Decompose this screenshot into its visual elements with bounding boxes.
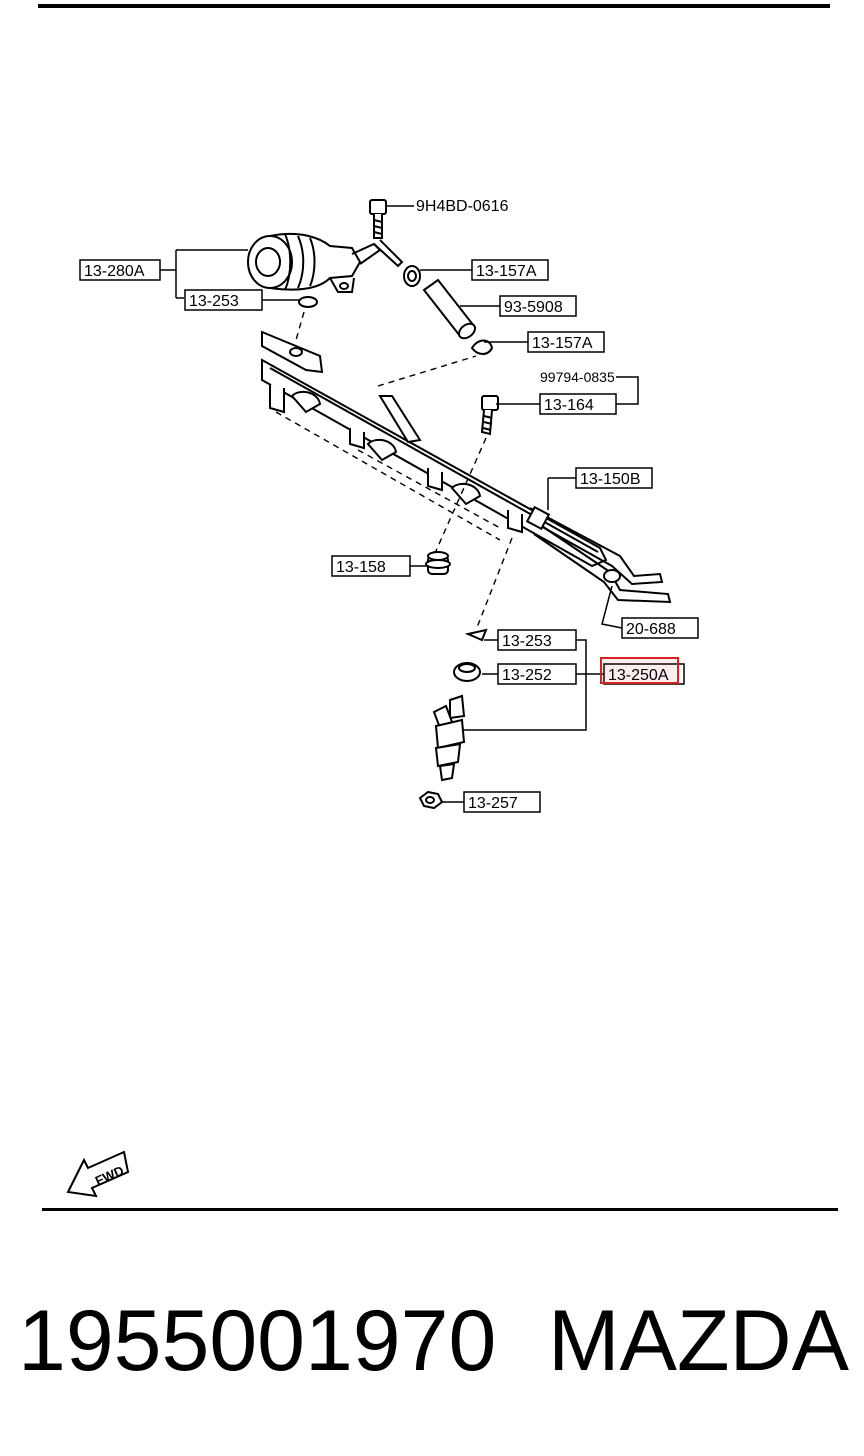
part-label-13-157A-lower[interactable]: 13-157A [527,331,605,353]
svg-text:13-280A: 13-280A [84,263,145,280]
part-label-9H4BD-0616[interactable]: 9H4BD-0616 [416,198,509,215]
pressure-regulator-illustration [247,232,404,293]
part-label-93-5908[interactable]: 93-5908 [499,295,577,317]
hose-clamp-illustration [470,339,494,355]
bolt-illustration [369,199,387,239]
part-label-13-250A-highlighted[interactable]: 13-250A [600,657,685,685]
fuel-rail-illustration [261,330,672,604]
cushion-illustration [453,662,481,682]
bottom-rule [42,1208,838,1211]
bolt-illustration [480,395,499,436]
svg-text:20-688: 20-688 [626,621,676,638]
part-label-13-158[interactable]: 13-158 [331,555,411,577]
svg-text:13-150B: 13-150B [580,471,641,488]
hose-clamp-illustration [403,265,421,287]
svg-text:93-5908: 93-5908 [504,299,563,316]
top-rule [38,4,830,8]
part-label-20-688[interactable]: 20-688 [621,617,699,639]
part-label-13-150B[interactable]: 13-150B [575,467,653,489]
svg-text:13-253: 13-253 [502,633,552,650]
leader-lines [160,205,639,803]
footer-part-number: 1955001970 [18,1293,496,1389]
o-ring-illustration [298,296,318,308]
svg-text:13-253: 13-253 [189,293,239,310]
highlight-box [600,657,679,684]
o-ring-illustration [464,628,488,642]
part-label-13-257[interactable]: 13-257 [463,791,541,813]
fwd-arrow-icon: FWD [66,1150,130,1198]
svg-text:13-158: 13-158 [336,559,386,576]
insulator-nut-illustration [418,790,444,810]
svg-text:13-257: 13-257 [468,795,518,812]
svg-text:13-250A: 13-250A [608,667,669,684]
part-label-13-252[interactable]: 13-252 [497,663,577,685]
part-label-13-253-bottom[interactable]: 13-253 [497,629,577,651]
part-label-99794-0835[interactable]: 99794-0835 [540,369,615,385]
svg-text:99794-0835: 99794-0835 [540,369,615,385]
part-label-13-164[interactable]: 13-164 [539,393,617,415]
footer-brand: MAZDA [548,1293,850,1389]
hose-illustration [422,278,476,340]
fuel-injector-illustration [432,694,466,782]
dashed-lines [275,311,513,631]
svg-text:13-157A: 13-157A [532,335,593,352]
part-label-13-157A-upper[interactable]: 13-157A [471,259,549,281]
part-label-13-280A[interactable]: 13-280A [79,259,161,281]
part-label-13-253-top[interactable]: 13-253 [184,289,263,311]
svg-text:13-252: 13-252 [502,667,552,684]
svg-text:13-164: 13-164 [544,397,594,414]
svg-text:9H4BD-0616: 9H4BD-0616 [416,198,509,215]
svg-text:13-157A: 13-157A [476,263,537,280]
grommet-illustration [425,551,451,575]
